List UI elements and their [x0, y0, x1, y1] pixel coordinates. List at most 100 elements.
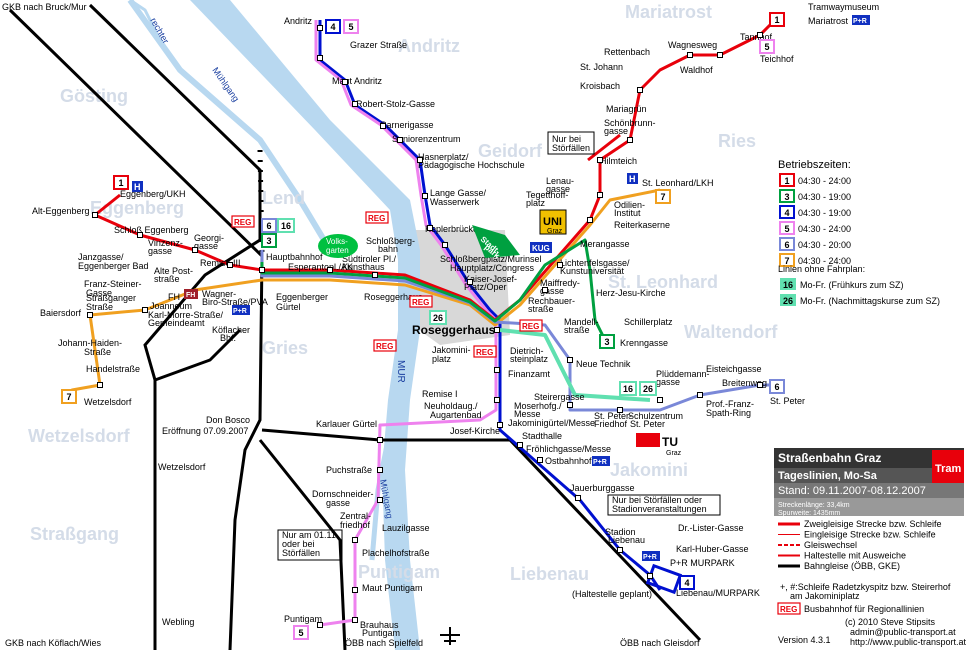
- legend-time: 04:30 - 24:00: [798, 176, 851, 186]
- svg-text:REG: REG: [412, 298, 429, 307]
- station-label: friedhof: [340, 520, 371, 530]
- svg-text:garten: garten: [326, 246, 349, 255]
- station-label: straße: [528, 304, 554, 314]
- note-text: Nur bei Störfällen oder: [612, 495, 702, 505]
- park-and-ride-icon: P+R: [852, 15, 870, 25]
- svg-text:16: 16: [281, 221, 291, 231]
- station-marker: [97, 382, 103, 388]
- station-label: Lichtenfelsgasse/: [560, 258, 630, 268]
- svg-text:1: 1: [118, 178, 123, 188]
- station-marker: [342, 79, 348, 85]
- route-badge: 7: [655, 189, 671, 204]
- stadtpark-badge: Stadt- park: [472, 225, 520, 261]
- station-label: FH: [168, 292, 180, 302]
- railway-lines: [8, 3, 702, 650]
- station-marker: [442, 242, 448, 248]
- reg-badge: REG: [373, 339, 397, 352]
- station-marker: [380, 123, 386, 129]
- station-label: St. Leonhard/LKH: [642, 178, 714, 188]
- station-label: Keplerbrücke: [425, 224, 478, 234]
- station-label: Eggenberger Bad: [78, 261, 149, 271]
- station-label: Tegetthoff-: [526, 190, 568, 200]
- reg-badge: REG: [519, 319, 543, 332]
- station-marker: [467, 279, 473, 285]
- station-label: Institut: [614, 208, 641, 218]
- station-marker: [597, 157, 603, 163]
- note-text: Störfällen: [552, 143, 590, 153]
- route-badge: 26: [429, 310, 447, 325]
- edge-label-gkb-bruck: GKB nach Bruck/Mur: [2, 2, 87, 12]
- line-16-26: [499, 328, 651, 402]
- note-box-hilmteich: [547, 131, 595, 155]
- station-marker: [192, 247, 198, 253]
- svg-text:Streckenlänge: 33,4km: Streckenlänge: 33,4km: [778, 502, 850, 509]
- station-label: Karl-Huber-Gasse: [676, 544, 749, 554]
- station-label: Ostbahnhof: [545, 456, 592, 466]
- station-marker: [657, 397, 663, 403]
- svg-text:3: 3: [604, 337, 609, 347]
- svg-text:6: 6: [266, 221, 271, 231]
- route-badge: 6: [769, 379, 785, 394]
- station-label: Platz/Oper: [464, 282, 507, 292]
- edge-label-gkb-koflach: GKB nach Köflach/Wies: [5, 638, 102, 648]
- station-label: Stadion: [605, 527, 636, 537]
- station-label: Eröffnung 07.09.2007: [162, 426, 248, 436]
- station-label: gasse: [546, 184, 570, 194]
- route-badge: 16: [277, 218, 295, 233]
- svg-text:4: 4: [684, 578, 689, 588]
- route-badge: 3: [261, 233, 277, 248]
- station-marker: [352, 587, 358, 593]
- station-label: Mariatrost: [808, 16, 849, 26]
- station-label: Maiffredy-: [540, 278, 580, 288]
- svg-text:FH: FH: [186, 292, 195, 299]
- station-label: P+R MURPARK: [670, 558, 735, 568]
- legend-route-box: [780, 294, 796, 306]
- station-label: Hauptplatz/Congress: [450, 263, 535, 273]
- station-marker: [317, 622, 323, 628]
- route-badge: 4: [325, 19, 341, 34]
- svg-text:3: 3: [266, 236, 271, 246]
- district-label: Gösting: [60, 86, 128, 106]
- svg-text:1: 1: [774, 15, 779, 25]
- station-label: gasse: [148, 246, 172, 256]
- river-label-mur: MUR: [395, 360, 406, 383]
- station-marker: [557, 262, 563, 268]
- station-label: Breitenweg: [722, 378, 767, 388]
- station-label: Straße: [84, 347, 111, 357]
- note-text: am Jakominiplatz: [790, 591, 860, 601]
- station-label: Lenau-: [546, 176, 574, 186]
- station-label: Jakominigürtel/Messe: [508, 418, 595, 428]
- svg-text:REG: REG: [780, 605, 797, 614]
- park-and-ride-icon: P+R: [592, 456, 610, 466]
- legend-route-box: [779, 205, 795, 219]
- station-label: Mariagrün: [606, 104, 647, 114]
- station-label: Seniorenzentrum: [392, 134, 461, 144]
- station-label: Puntigam: [362, 628, 400, 638]
- station-marker: [494, 367, 500, 373]
- station-label: Gemeindeamt: [148, 318, 205, 328]
- station-label: Dornschneider-: [312, 489, 374, 499]
- station-label: Josef-Kirche: [450, 426, 500, 436]
- svg-text:H: H: [134, 182, 141, 192]
- station-label: Fröhlichgasse/Messe: [526, 444, 611, 454]
- footer-url: http://www.public-transport.at: [850, 637, 967, 647]
- svg-text:5: 5: [764, 42, 769, 52]
- station-label: Zentral-: [340, 511, 371, 521]
- line-style-keys: Zweigleisige Strecke bzw. SchleifeEingle…: [777, 519, 942, 615]
- svg-text:7: 7: [66, 392, 71, 402]
- station-label: Biro-Straße/PVA: [202, 297, 268, 307]
- legend-route-box: [779, 253, 795, 267]
- legend-route-number: 4: [784, 208, 789, 218]
- station-label: bahn: [378, 244, 398, 254]
- reg-badge: REG: [409, 295, 433, 308]
- station-label: Finanzamt: [508, 369, 551, 379]
- station-label: Südtiroler Pl./: [342, 254, 397, 264]
- station-label: Rettenbach: [604, 47, 650, 57]
- route-badge: 7: [61, 389, 77, 404]
- note-text: oder bei: [282, 539, 315, 549]
- station-marker: [352, 537, 358, 543]
- station-label: Messe: [514, 409, 541, 419]
- station-marker: [687, 52, 693, 58]
